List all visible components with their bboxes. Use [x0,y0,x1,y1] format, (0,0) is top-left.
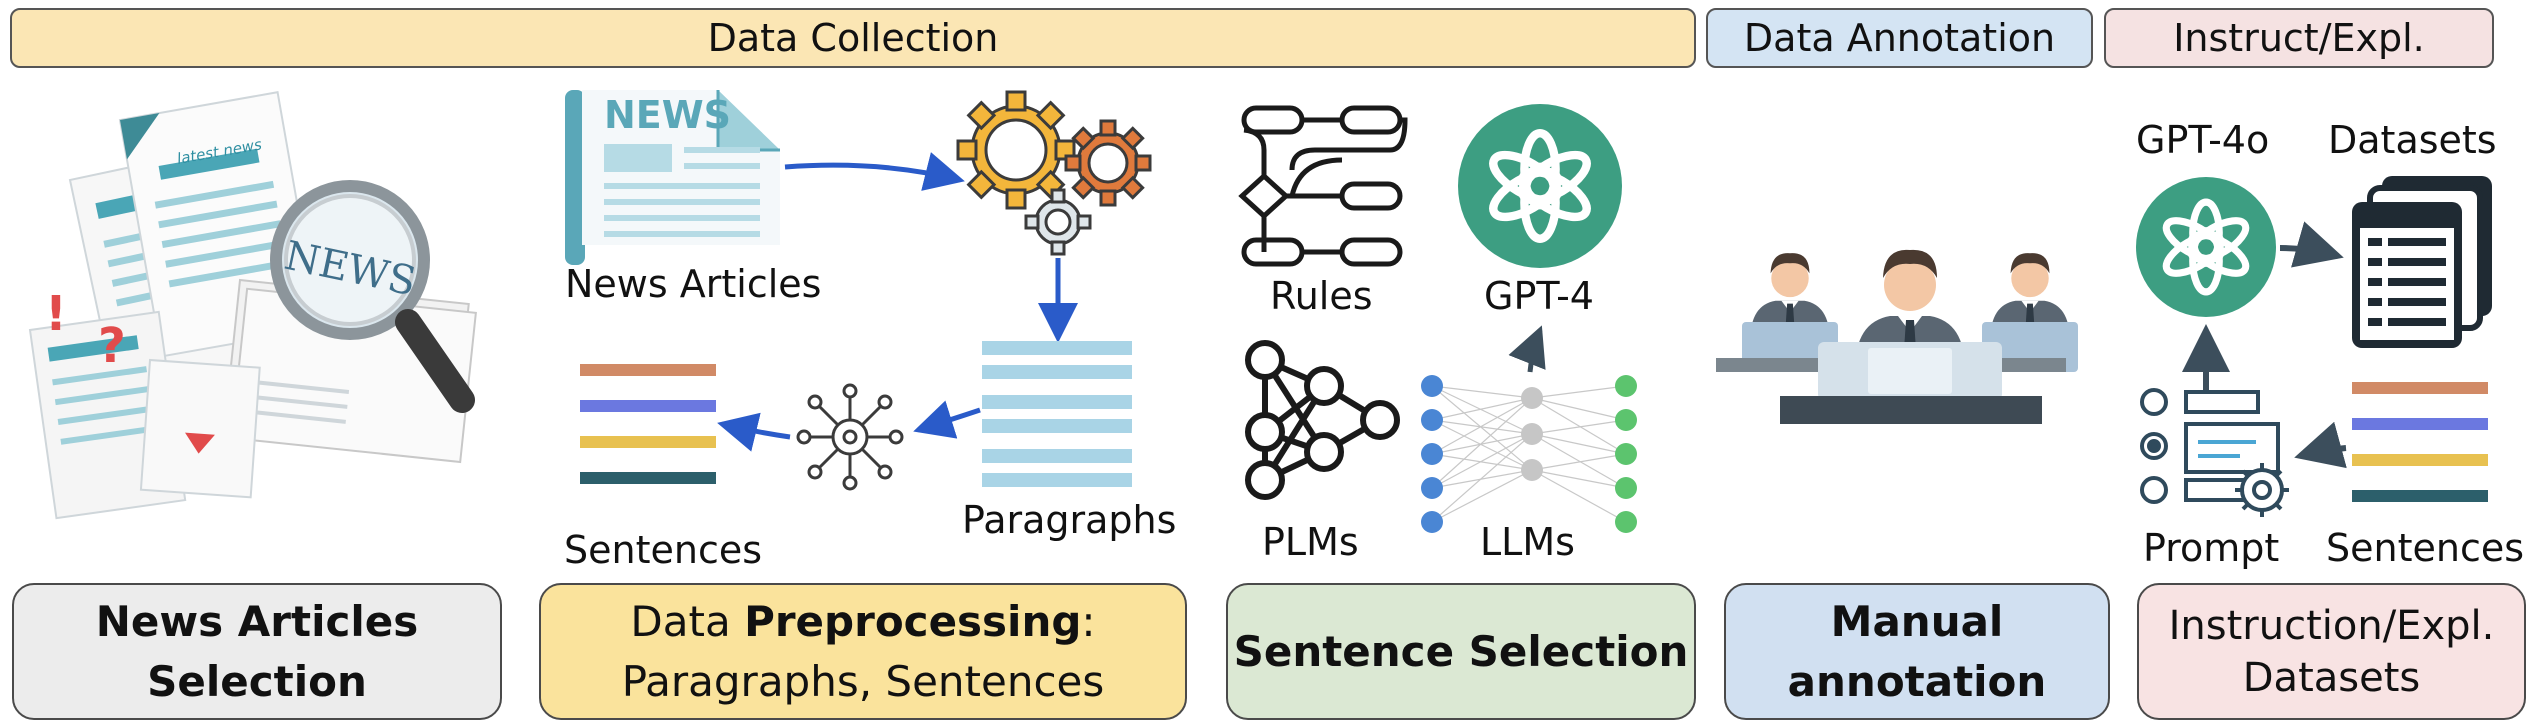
rules-flowchart-icon [1238,105,1408,267]
datasets-icon [2352,176,2492,348]
step2-line1: Data Preprocessing: [630,592,1095,652]
sentences-icon-right [2352,382,2488,502]
label-llms: LLMs [1480,520,1575,564]
gpt4-logo-icon [1458,104,1622,268]
label-plms: PLMs [1262,520,1359,564]
phase-instruct-expl: Instruct/Expl. [2104,8,2494,68]
phase-data-annotation: Data Annotation [1706,8,2093,68]
label-paragraphs: Paragraphs [962,498,1177,542]
network-icon [796,383,904,491]
phase-instruct-expl-label: Instruct/Expl. [2173,16,2425,60]
arrow-news-to-gears [784,152,965,191]
prompt-form-icon [2140,388,2289,517]
label-gpt4: GPT-4 [1484,274,1594,318]
arrow-llms-to-gpt4 [1508,325,1546,373]
phase-data-collection-label: Data Collection [707,16,999,60]
label-rules: Rules [1270,274,1373,318]
exclamation-icon: ! [45,286,67,342]
arrow-network-to-sentences [717,412,791,452]
step4-line1: Manual [1830,596,2004,646]
step2-bold: Preprocessing [744,596,1082,646]
gpt4o-logo-icon [2136,177,2276,317]
phase-data-annotation-label: Data Annotation [1743,16,2056,60]
step-sentence-selection: Sentence Selection [1226,583,1696,720]
question-icon: ? [98,318,126,374]
step1-line1: News Articles [95,596,419,646]
llms-network-icon [1421,375,1637,533]
sentences-icon [580,364,716,484]
step3-label: Sentence Selection [1233,626,1689,676]
step2-prefix: Data [630,596,745,646]
newspaper-icon: NEWS [565,90,780,265]
step-manual-annotation: Manual annotation [1724,583,2110,720]
arrow-gpt4o-to-datasets [2279,221,2344,268]
arrow-paragraphs-to-network [913,400,981,439]
newspaper-masthead: NEWS [604,93,731,137]
step2-suffix: : [1081,596,1096,646]
news-pile-icon: latest news ! ? NEWS [28,91,477,520]
step5-line1: Instruction/Expl. [2168,602,2495,649]
step2-line2: Paragraphs, Sentences [621,656,1105,706]
label-news-articles: News Articles [565,262,822,306]
gears-icon [956,90,1152,256]
step-instruction-datasets: Instruction/Expl. Datasets [2137,583,2526,720]
paragraphs-icon [982,341,1132,487]
label-datasets: Datasets [2328,118,2497,162]
label-gpt4o: GPT-4o [2136,118,2270,162]
label-sentences: Sentences [564,528,763,572]
step5-line2: Datasets [2242,654,2421,701]
plms-network-icon [1245,340,1400,500]
phase-data-collection: Data Collection [10,8,1696,68]
label-sentences-right: Sentences [2326,526,2525,570]
arrow-sentences-to-prompt [2294,421,2347,469]
step-data-preprocessing: Data Preprocessing: Paragraphs, Sentence… [539,583,1187,720]
step4-line2: annotation [1787,656,2047,706]
label-prompt: Prompt [2143,526,2280,570]
step-news-articles-selection: News Articles Selection [12,583,502,720]
annotators-icon [1716,249,2078,424]
step1-line2: Selection [147,656,367,706]
